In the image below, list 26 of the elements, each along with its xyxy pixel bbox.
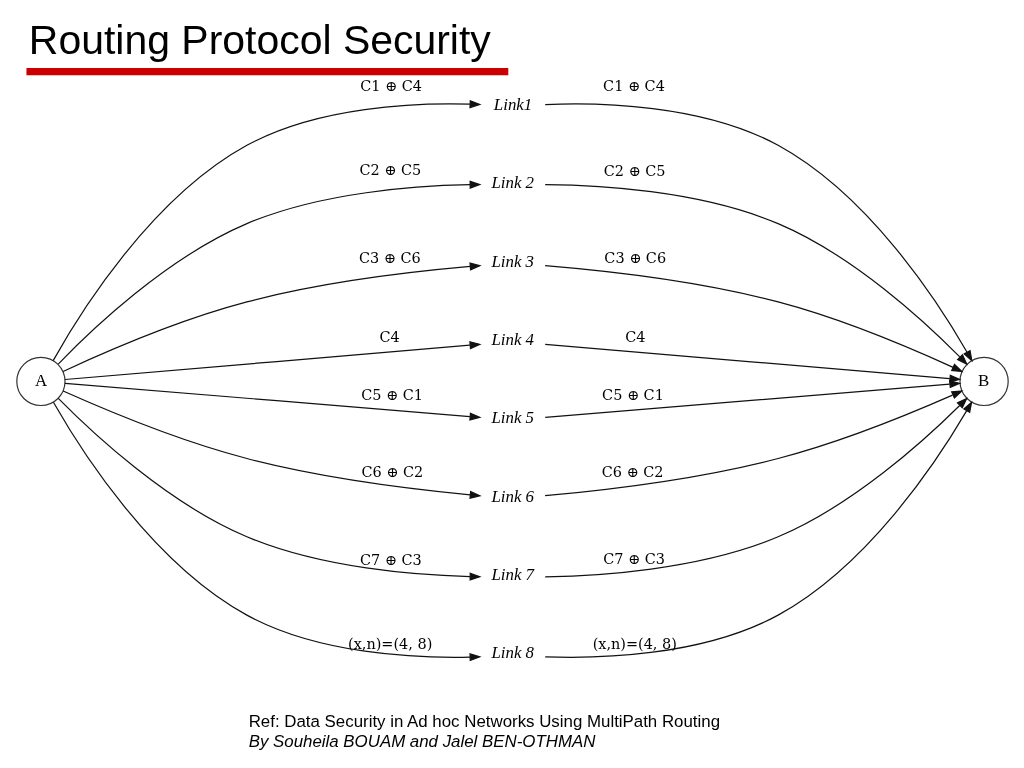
edge-label: (x,n)=(4, 8) (592, 635, 677, 652)
node-text: Link 5 (490, 408, 534, 428)
edge-label: C4 (624, 328, 645, 345)
edge-label: C6 ⊕ C2 (361, 464, 423, 481)
edge-label: C7 ⊕ C3 (359, 551, 422, 568)
diagram-title: Routing Protocol Security (28, 16, 491, 63)
node-text: Link 6 (490, 486, 534, 506)
node-text: Link1 (493, 95, 532, 115)
node-text: Link 8 (490, 643, 534, 663)
edge-label: C3 ⊕ C6 (603, 250, 666, 267)
edge-label: C1 ⊕ C4 (602, 78, 665, 95)
edge-label: C6 ⊕ C2 (601, 463, 663, 480)
edge-label: C2 ⊕ C5 (359, 162, 421, 179)
edge-label: C5 ⊕ C1 (601, 386, 664, 403)
edge-label: (x,n)=(4, 8) (347, 636, 432, 653)
caption: Ref: Data Security in Ad hoc Networks Using MultiPath Routing By Souheila BOUAM and Jalel BEN-OTHMAN (248, 712, 720, 751)
edge-label: C4 (379, 328, 400, 345)
edge-label: C1 ⊕ C4 (359, 77, 422, 94)
node-text: Link 4 (490, 329, 534, 349)
edge-label: C2 ⊕ C5 (603, 162, 666, 179)
node-text: Link 3 (490, 251, 534, 271)
edge-label: C7 ⊕ C3 (602, 551, 665, 568)
node-text: Link 2 (490, 173, 534, 193)
node-text: Link 7 (490, 564, 534, 584)
edge-label: C5 ⊕ C1 (360, 386, 423, 403)
edge-label: C3 ⊕ C6 (358, 249, 421, 266)
